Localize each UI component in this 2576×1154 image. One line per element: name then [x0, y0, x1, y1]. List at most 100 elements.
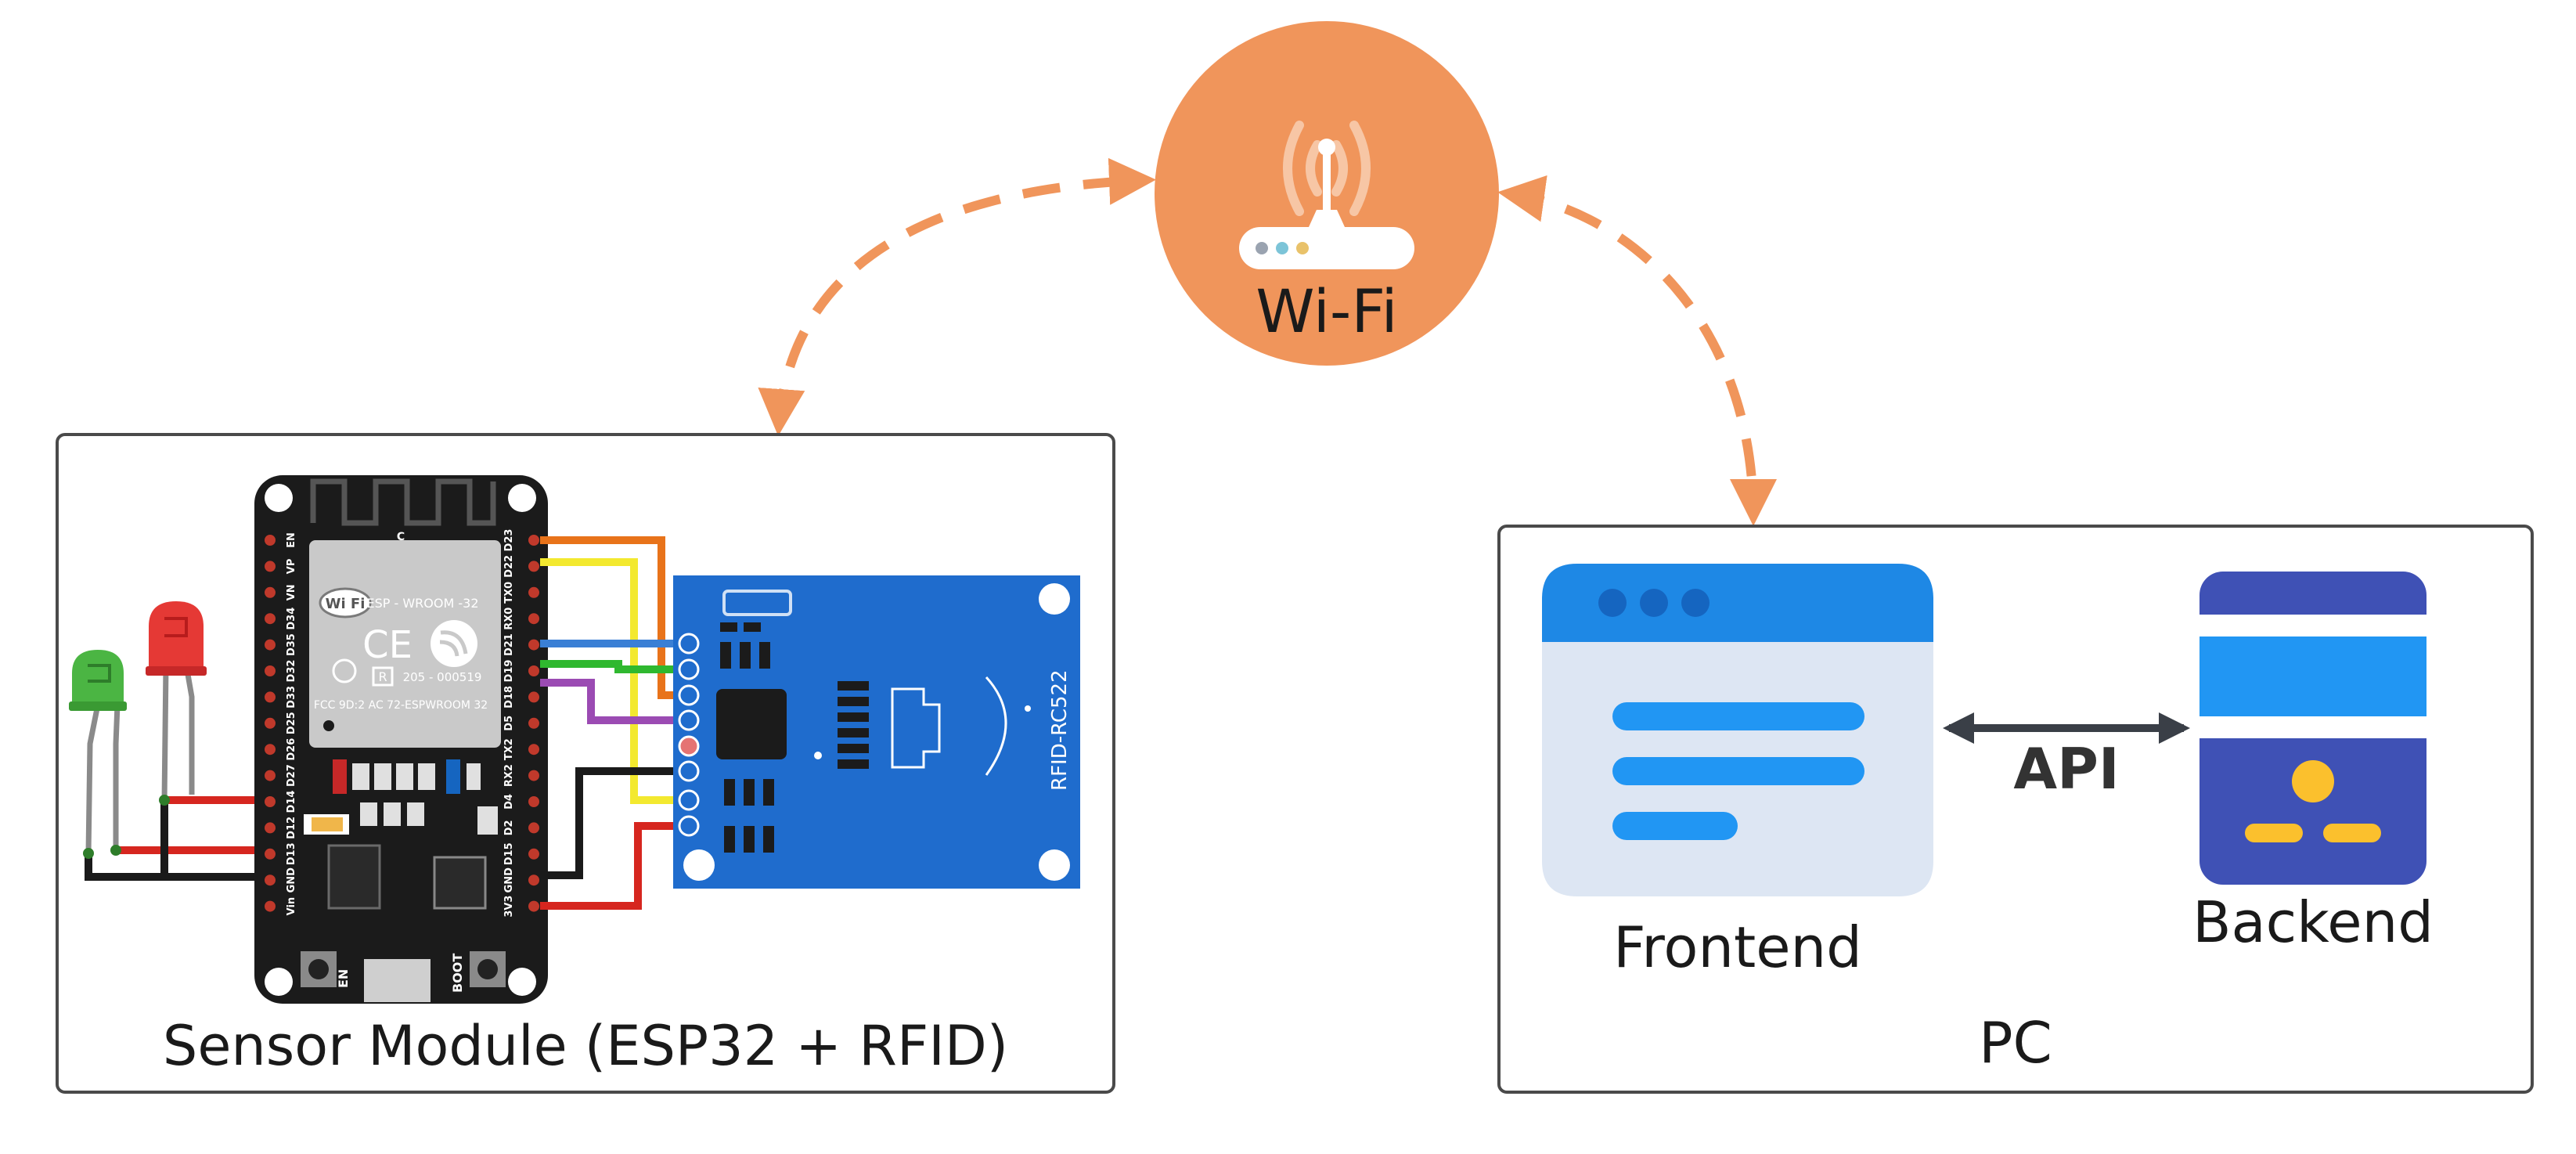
reg-r: R [378, 669, 387, 684]
red-led [146, 601, 207, 803]
header-pin [528, 822, 539, 834]
pin-label: D22 [503, 555, 515, 578]
header-pin [265, 848, 276, 860]
pin-label: D21 [503, 633, 515, 656]
backend-label: Backend [2192, 889, 2434, 955]
header-pin [265, 770, 276, 781]
header-pin [528, 875, 539, 886]
header-pin [528, 770, 539, 781]
svg-text:Wi Fi: Wi Fi [326, 596, 366, 612]
pin-label: D25 [286, 712, 297, 734]
header-pin [528, 900, 539, 912]
right-header-pins [528, 535, 539, 912]
backend-icon [2200, 572, 2426, 885]
esp32-module-text: ESP - WROOM -32 [366, 596, 478, 611]
header-pin [528, 639, 539, 651]
pin-label: D18 [503, 686, 515, 709]
pin-label: TX0 [503, 582, 515, 604]
header-pin [265, 535, 276, 546]
en-button-label: EN [336, 969, 351, 988]
header-pin [528, 848, 539, 860]
green-led [69, 650, 127, 854]
pin-label: D19 [503, 660, 515, 683]
pin-label: D32 [286, 660, 297, 683]
rfid-pin [678, 709, 700, 731]
pin-label: D14 [286, 791, 297, 813]
router-icon [1239, 121, 1414, 269]
pin-label: D34 [286, 608, 297, 630]
left-pin-labels: ENVPVND34D35D32D33D25D26D27D14D12D13GNDV… [286, 532, 297, 915]
header-pin [265, 586, 276, 598]
pin-label: D27 [286, 764, 297, 787]
header-pin [528, 586, 539, 598]
rfid-pin [678, 815, 700, 837]
rfid-pin [678, 658, 700, 680]
rfid-pin [678, 760, 700, 782]
wifi-node: Wi-Fi [1155, 21, 1499, 366]
pin-label: D5 [503, 716, 515, 731]
pin-label: TX2 [503, 738, 515, 760]
pin-label: D33 [286, 686, 297, 709]
sensor-module-label: Sensor Module (ESP32 + RFID) [163, 1014, 1008, 1078]
connector-wifi-pc [1497, 175, 1777, 526]
pc-group: Frontend Backend API PC [1497, 525, 2534, 1094]
frontend-label: Frontend [1613, 914, 1862, 980]
esp32-c-mark: C [397, 531, 405, 543]
pin-label: D2 [503, 820, 515, 835]
espressif-logo-icon [431, 620, 477, 667]
usb-port [364, 959, 431, 1002]
boot-button-label: BOOT [450, 954, 465, 993]
right-pin-labels: D23D22TX0RX0D21D19D18D5TX2RX2D4D2D15GND3… [503, 529, 515, 918]
header-pin [265, 691, 276, 703]
pin-label: D13 [286, 842, 297, 865]
wifi-logo-icon: Wi Fi [319, 587, 372, 618]
header-pin [265, 822, 276, 834]
connector-sensor-wifi [758, 157, 1156, 436]
header-pin [265, 900, 276, 912]
sensor-module-group: C Wi Fi ESP - WROOM -32 CE R 205 - 00051… [56, 433, 1115, 1094]
api-label: API [2013, 736, 2119, 802]
header-pin [265, 665, 276, 676]
wifi-label: Wi-Fi [1256, 276, 1397, 346]
header-pin [265, 796, 276, 807]
header-pin [265, 875, 276, 886]
left-header-pins [265, 535, 276, 912]
pin-label: D26 [286, 738, 297, 761]
led-wires [83, 795, 270, 881]
rfid-board: RFID-RC522 [673, 575, 1080, 889]
header-pin [265, 639, 276, 651]
fcc-text: FCC 9D:2 AC 72-ESPWROOM 32 [314, 699, 488, 712]
header-pin [528, 744, 539, 756]
pin-label: RX0 [503, 608, 515, 630]
pin-label: Vin [286, 897, 297, 916]
rfid-label: RFID-RC522 [1048, 669, 1072, 791]
header-pin [265, 561, 276, 572]
pin-label: GND [503, 867, 515, 893]
pin-label: D12 [286, 817, 297, 839]
pin-label: D15 [503, 842, 515, 865]
pin-label: VP [286, 559, 297, 575]
pin-label: 3V3 [503, 896, 515, 918]
rfid-pin [678, 789, 700, 811]
header-pin [528, 535, 539, 546]
pin-label: D4 [503, 794, 515, 810]
rfid-pin [678, 633, 700, 655]
header-pin [528, 717, 539, 729]
header-pin [528, 691, 539, 703]
pin-label: GND [286, 867, 297, 893]
header-pin [528, 613, 539, 625]
header-pin [528, 796, 539, 807]
header-pin [265, 744, 276, 756]
header-pin [528, 561, 539, 572]
ce-mark: CE [362, 623, 413, 667]
esp32-board: C Wi Fi ESP - WROOM -32 CE R 205 - 00051… [254, 475, 548, 1004]
pc-label: PC [1979, 1010, 2052, 1076]
pin-label: EN [286, 532, 297, 548]
pin-label: VN [286, 584, 297, 600]
rfid-header-pins [678, 633, 700, 837]
header-pin [265, 613, 276, 625]
frontend-icon [1542, 564, 1933, 896]
rfid-pin [678, 735, 700, 757]
reg-number: 205 - 000519 [403, 670, 482, 684]
